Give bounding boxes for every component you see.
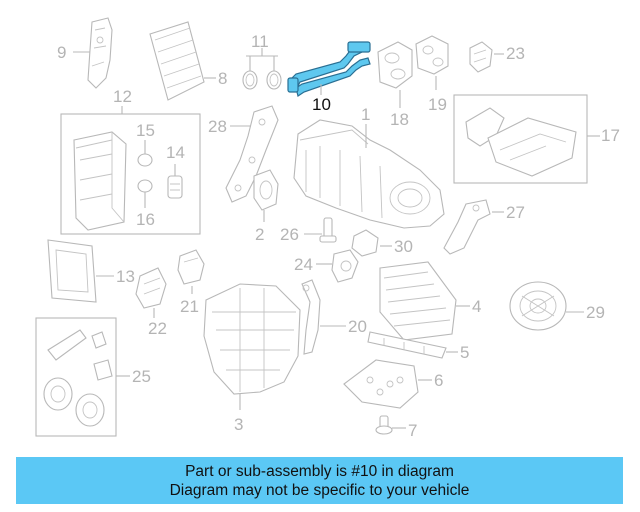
banner-background (16, 457, 623, 504)
callout-16: 16 (136, 210, 155, 229)
callout-27: 27 (506, 203, 525, 222)
callout-21: 21 (180, 297, 199, 316)
part-30-mount (351, 229, 379, 257)
part-6-tray (343, 359, 419, 409)
part-8-filter (149, 21, 205, 101)
info-banner: Part or sub-assembly is #10 in diagram D… (16, 457, 623, 504)
part-20-hose (301, 279, 321, 355)
callout-18: 18 (390, 110, 409, 129)
callout-15: 15 (136, 121, 155, 140)
callout-11: 11 (251, 32, 269, 51)
callout-24: 24 (294, 255, 313, 274)
part-13-frame (47, 239, 97, 303)
callout-26: 26 (280, 225, 299, 244)
group-2-box (453, 94, 588, 184)
part-18-grommet (377, 41, 413, 89)
callout-20: 20 (348, 317, 367, 336)
callout-23: 23 (506, 44, 525, 63)
callout-8: 8 (218, 69, 227, 88)
part-5-seal (367, 331, 447, 359)
part-1-heater-case (293, 119, 445, 229)
part-28-bracket (225, 105, 279, 203)
part-11-orings (242, 70, 282, 90)
callout-30: 30 (394, 237, 413, 256)
part-7-clip (375, 415, 393, 435)
callout-22: 22 (148, 319, 167, 338)
part-17-actuator (253, 169, 279, 211)
part-29-blower (509, 281, 567, 331)
part-24-sensor (331, 249, 359, 283)
part-22-resistor (135, 267, 167, 309)
callout-28: 28 (208, 117, 227, 136)
banner-line-1: Part or sub-assembly is #10 in diagram (185, 462, 454, 480)
group-25-box (35, 317, 117, 437)
part-4-filter (379, 261, 457, 341)
part-10-heater-pipe (287, 41, 371, 97)
group-12-box (60, 113, 201, 235)
callout-6: 6 (434, 371, 443, 390)
callout-9: 9 (57, 43, 66, 62)
part-9-duct (87, 17, 113, 89)
part-2-floor-duct (465, 107, 577, 177)
callout-19: 19 (428, 95, 447, 114)
part-14-expansion-valve (167, 175, 183, 199)
part-12-evaporator (73, 131, 127, 231)
part-21-module (177, 249, 205, 285)
part-25-actuators (43, 329, 113, 427)
callout-5: 5 (460, 343, 469, 362)
callout-4: 4 (472, 297, 481, 316)
part-3-lower-case (203, 283, 301, 395)
banner-line-2: Diagram may not be specific to your vehi… (169, 481, 470, 499)
callout-12: 12 (113, 87, 132, 106)
part-27-link (443, 199, 491, 255)
callout-13: 13 (116, 267, 135, 286)
callout-17: 2 (255, 225, 264, 244)
callout-1: 1 (361, 105, 370, 124)
callout-10-highlighted: 10 (312, 95, 331, 114)
callout-7: 7 (408, 421, 417, 440)
callout-25: 25 (132, 367, 151, 386)
callout-3: 3 (234, 415, 243, 434)
callout-14: 14 (166, 143, 185, 162)
callout-29: 29 (586, 303, 605, 322)
part-23-clip (469, 41, 493, 73)
part-26-fitting (319, 217, 337, 243)
callout-2: 17 (601, 126, 620, 145)
part-19-seal (415, 35, 449, 75)
